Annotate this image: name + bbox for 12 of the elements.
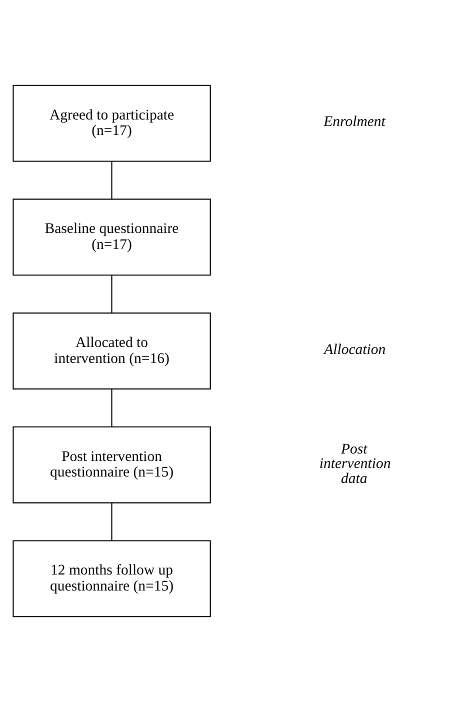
connector (110, 274, 112, 312)
node-box: Allocated to intervention (n=16) (12, 312, 210, 389)
node-box: Baseline questionnaire (n=17) (12, 198, 210, 276)
node-box: Agreed to participate (n=17) (12, 84, 210, 162)
label: Allocation (324, 341, 386, 358)
connector (110, 502, 112, 540)
label: Post intervention data (318, 440, 390, 486)
connector (110, 388, 112, 426)
label: Enrolment (323, 114, 385, 130)
node-box: Post intervention questionnaire (n=15) (12, 426, 210, 503)
node-box: 12 months follow up questionnaire (n=15) (12, 540, 210, 617)
connector (110, 160, 112, 198)
